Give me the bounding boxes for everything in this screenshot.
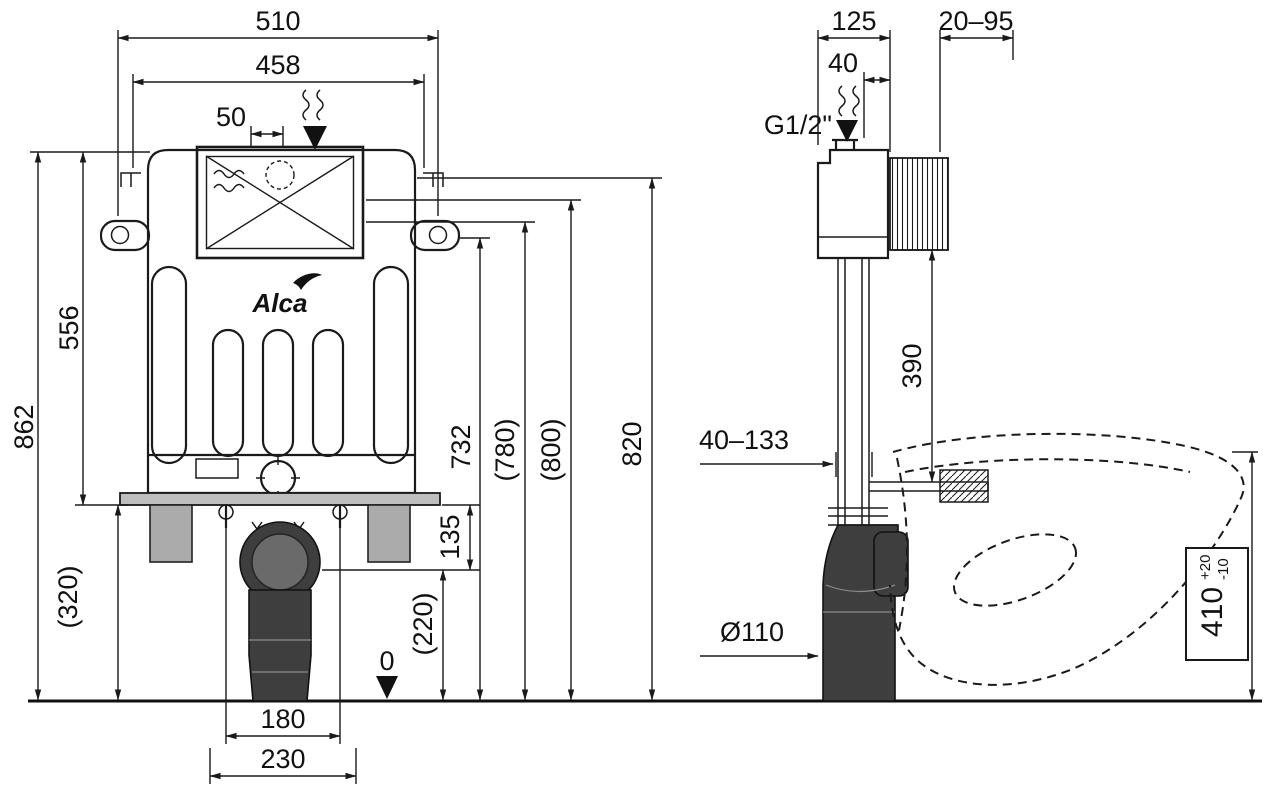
dim-dia110-label: Ø110 — [720, 617, 784, 647]
tank-side-profile — [816, 148, 890, 260]
cistern-tank-inner — [205, 155, 355, 250]
inlet-squiggle-side-1 — [838, 85, 846, 117]
dim-510-ext — [117, 30, 439, 216]
flush-valve-dashed-circle — [265, 160, 295, 190]
wc-bowl-rim-dashed — [904, 458, 1191, 473]
mounting-hole-left — [110, 225, 130, 245]
thread-size-label: G1/2" — [764, 110, 832, 140]
water-connection-circle — [259, 459, 297, 497]
dim-410-sup-label: +20 — [1197, 555, 1214, 580]
dim-800-label: (800) — [536, 418, 566, 481]
rod-nut-right — [332, 504, 348, 520]
dim-320-label: (320) — [53, 565, 83, 628]
dim-820-label: 820 — [617, 421, 647, 466]
alca-logo-text: Alca — [252, 288, 308, 318]
dim-135-ext — [322, 504, 480, 571]
frame-channel-2 — [261, 328, 295, 458]
inlet-squiggle-side-2 — [852, 85, 860, 117]
wall-bracket-hatched — [939, 469, 989, 503]
mounting-ear-right — [409, 219, 461, 252]
side-view: G1/2" — [764, 85, 1245, 702]
wall-block-hatched — [889, 157, 949, 251]
water-level-squiggle-2 — [213, 183, 245, 193]
waste-elbow-curve-side — [825, 584, 896, 593]
zero-level-arrow-icon — [376, 676, 398, 699]
side-dimensions: 125 20–95 40 390 40–133 Ø110 410 +20 -10 — [699, 6, 1258, 701]
top-bolt-left — [120, 172, 141, 187]
frame-channel-outer-left — [150, 265, 188, 465]
water-level-squiggle-1 — [213, 169, 245, 179]
dim-862-label: 862 — [9, 404, 39, 449]
dim-180-label: 180 — [260, 704, 305, 734]
inlet-flow-arrow-icon — [303, 126, 327, 150]
dim-458-ext — [132, 74, 425, 168]
dim-220-label: (220) — [408, 592, 438, 655]
front-dimensions: 510 458 50 862 556 (320) 732 (780) (800) — [9, 6, 662, 784]
cistern-tank-outer — [195, 145, 365, 260]
dim-50-label: 50 — [216, 102, 246, 132]
alca-logo: Alca — [252, 273, 322, 318]
inlet-flow-squiggle-2 — [316, 89, 324, 121]
base-plate — [119, 492, 441, 506]
dim-180-ext — [225, 520, 341, 744]
dim-135-label: 135 — [435, 514, 465, 559]
dim-125-label: 125 — [831, 6, 876, 36]
rod-nut-left — [218, 504, 234, 520]
zero-level-label: 0 — [379, 646, 394, 676]
tank-cross-2 — [205, 155, 355, 250]
dim-732-label: 732 — [446, 424, 476, 469]
waste-elbow-socket-inner — [251, 533, 309, 591]
inlet-flow-squiggle-1 — [302, 89, 310, 121]
dim-410-label: 410 — [1196, 587, 1229, 637]
frame-channel-3 — [311, 328, 345, 458]
mounting-ear-left — [99, 219, 151, 252]
inlet-fitting-side — [832, 138, 858, 150]
dim-40-label: 40 — [828, 48, 858, 78]
dim-556-label: 556 — [54, 305, 84, 350]
dim-410-sub-label: -10 — [1215, 558, 1232, 580]
frame-channel-outer-right — [372, 265, 410, 465]
wc-bowl-opening-dashed — [952, 533, 1078, 607]
top-bolt-right — [423, 172, 444, 187]
dim-40-133-ticks — [835, 452, 873, 477]
dim-40-133-label: 40–133 — [699, 425, 789, 455]
dim-50-ext — [250, 126, 284, 148]
dim-20-95-ext — [939, 30, 1014, 152]
frame-channel-1 — [211, 328, 245, 458]
dim-20-95-label: 20–95 — [938, 6, 1013, 36]
dim-390-label: 390 — [897, 343, 927, 388]
dim-510-label: 510 — [255, 6, 300, 36]
foot-right — [367, 504, 411, 563]
dim-410-box — [1185, 547, 1249, 661]
front-view: Alca 0 — [99, 89, 461, 702]
dim-230-label: 230 — [260, 744, 305, 774]
wc-bowl-back-dashed — [896, 457, 908, 631]
inspection-opening — [195, 458, 239, 479]
foot-left — [149, 504, 193, 563]
frame-rails-side — [837, 258, 870, 525]
dim-125-ext — [817, 30, 891, 152]
dim-458-label: 458 — [255, 50, 300, 80]
dim-410-text-group: 410 +20 -10 — [1196, 555, 1232, 637]
inlet-arrow-side-icon — [836, 120, 858, 142]
frame-outline — [146, 148, 417, 495]
waste-pipe-front — [248, 589, 312, 702]
dim-780-label: (780) — [490, 418, 520, 481]
alca-logo-swoosh-icon — [293, 273, 322, 290]
mounting-hole-right — [428, 225, 448, 245]
